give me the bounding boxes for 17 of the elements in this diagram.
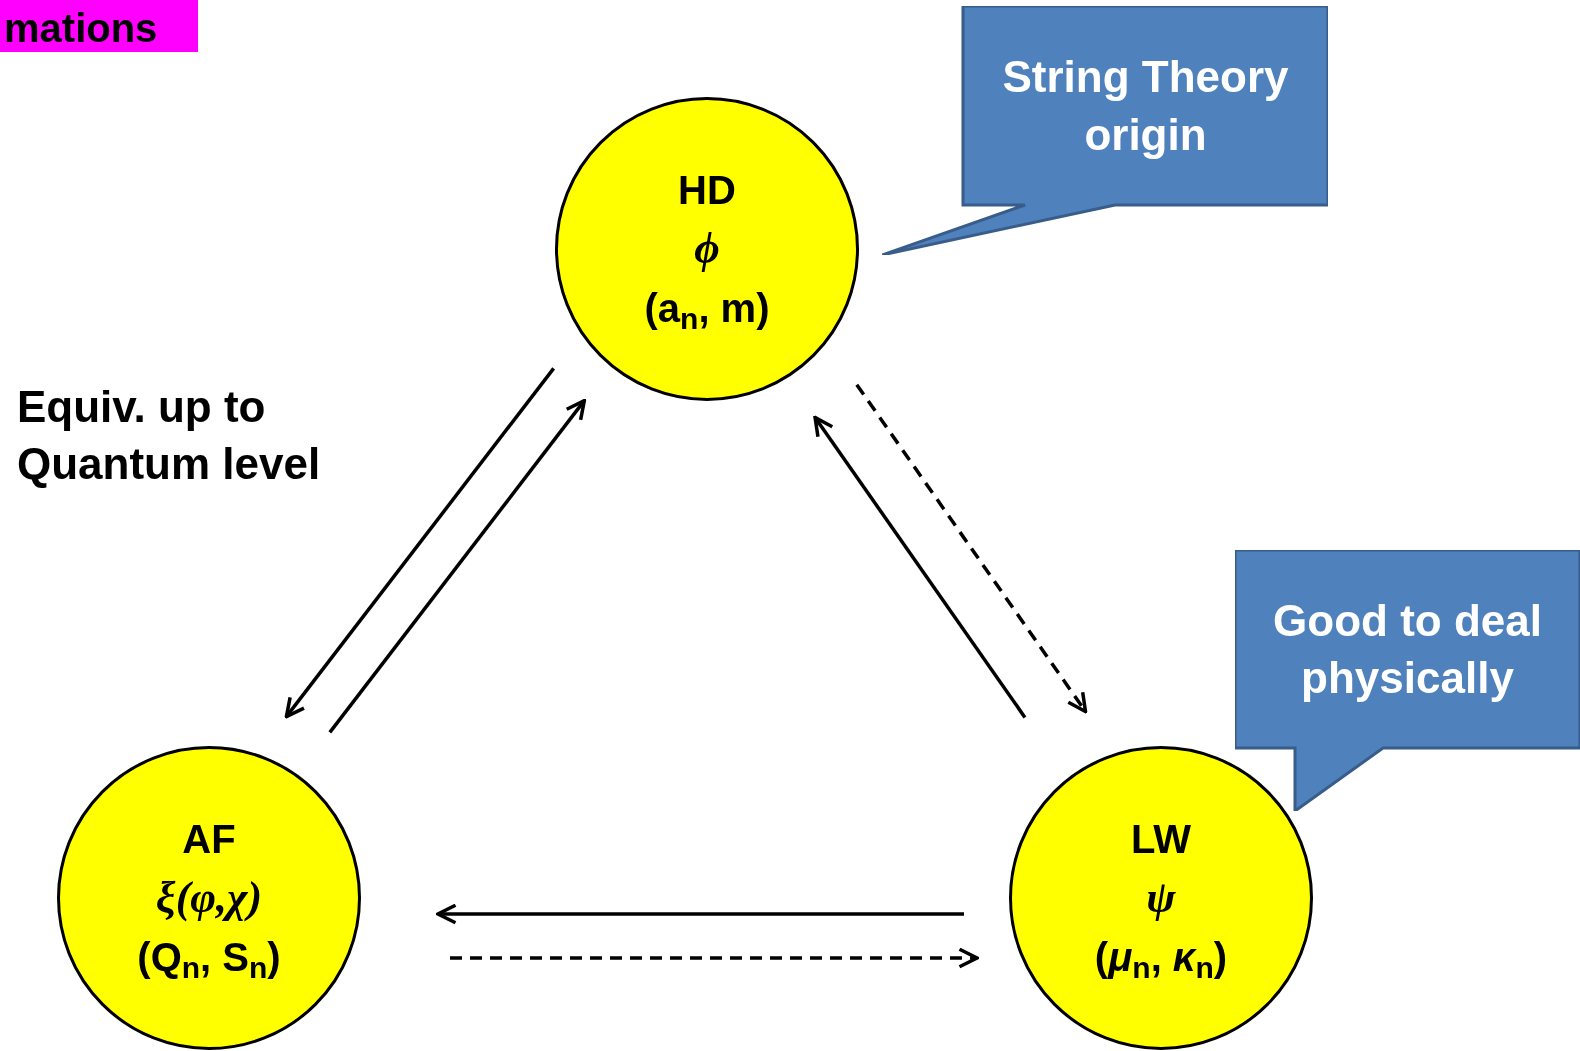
- field-symbol: ϕ: [694, 223, 720, 276]
- field-symbol: ψ: [1146, 872, 1176, 925]
- node-title: LW: [1131, 816, 1191, 864]
- callout-text: String Theory origin: [1001, 51, 1290, 161]
- callout-text: Good to deal physically: [1272, 594, 1543, 704]
- arrow: [813, 415, 1027, 719]
- arrow: [284, 367, 556, 719]
- node-title: HD: [678, 167, 736, 215]
- parameter-text: (a$_{n}$, m): [644, 284, 770, 334]
- note-text: Equiv. up to Quantum level: [17, 381, 322, 491]
- node-title: AF: [182, 816, 236, 864]
- title-tag: mations: [0, 0, 198, 52]
- parameter-text: (Q$_{n}$, S$_{n}$): [137, 933, 281, 983]
- field-symbol: ξ(φ,χ): [155, 872, 263, 925]
- arrow: [436, 903, 964, 925]
- arrow: [450, 947, 979, 969]
- parameter-text: (μ$_{n}$, κ$_{n}$): [1094, 933, 1228, 983]
